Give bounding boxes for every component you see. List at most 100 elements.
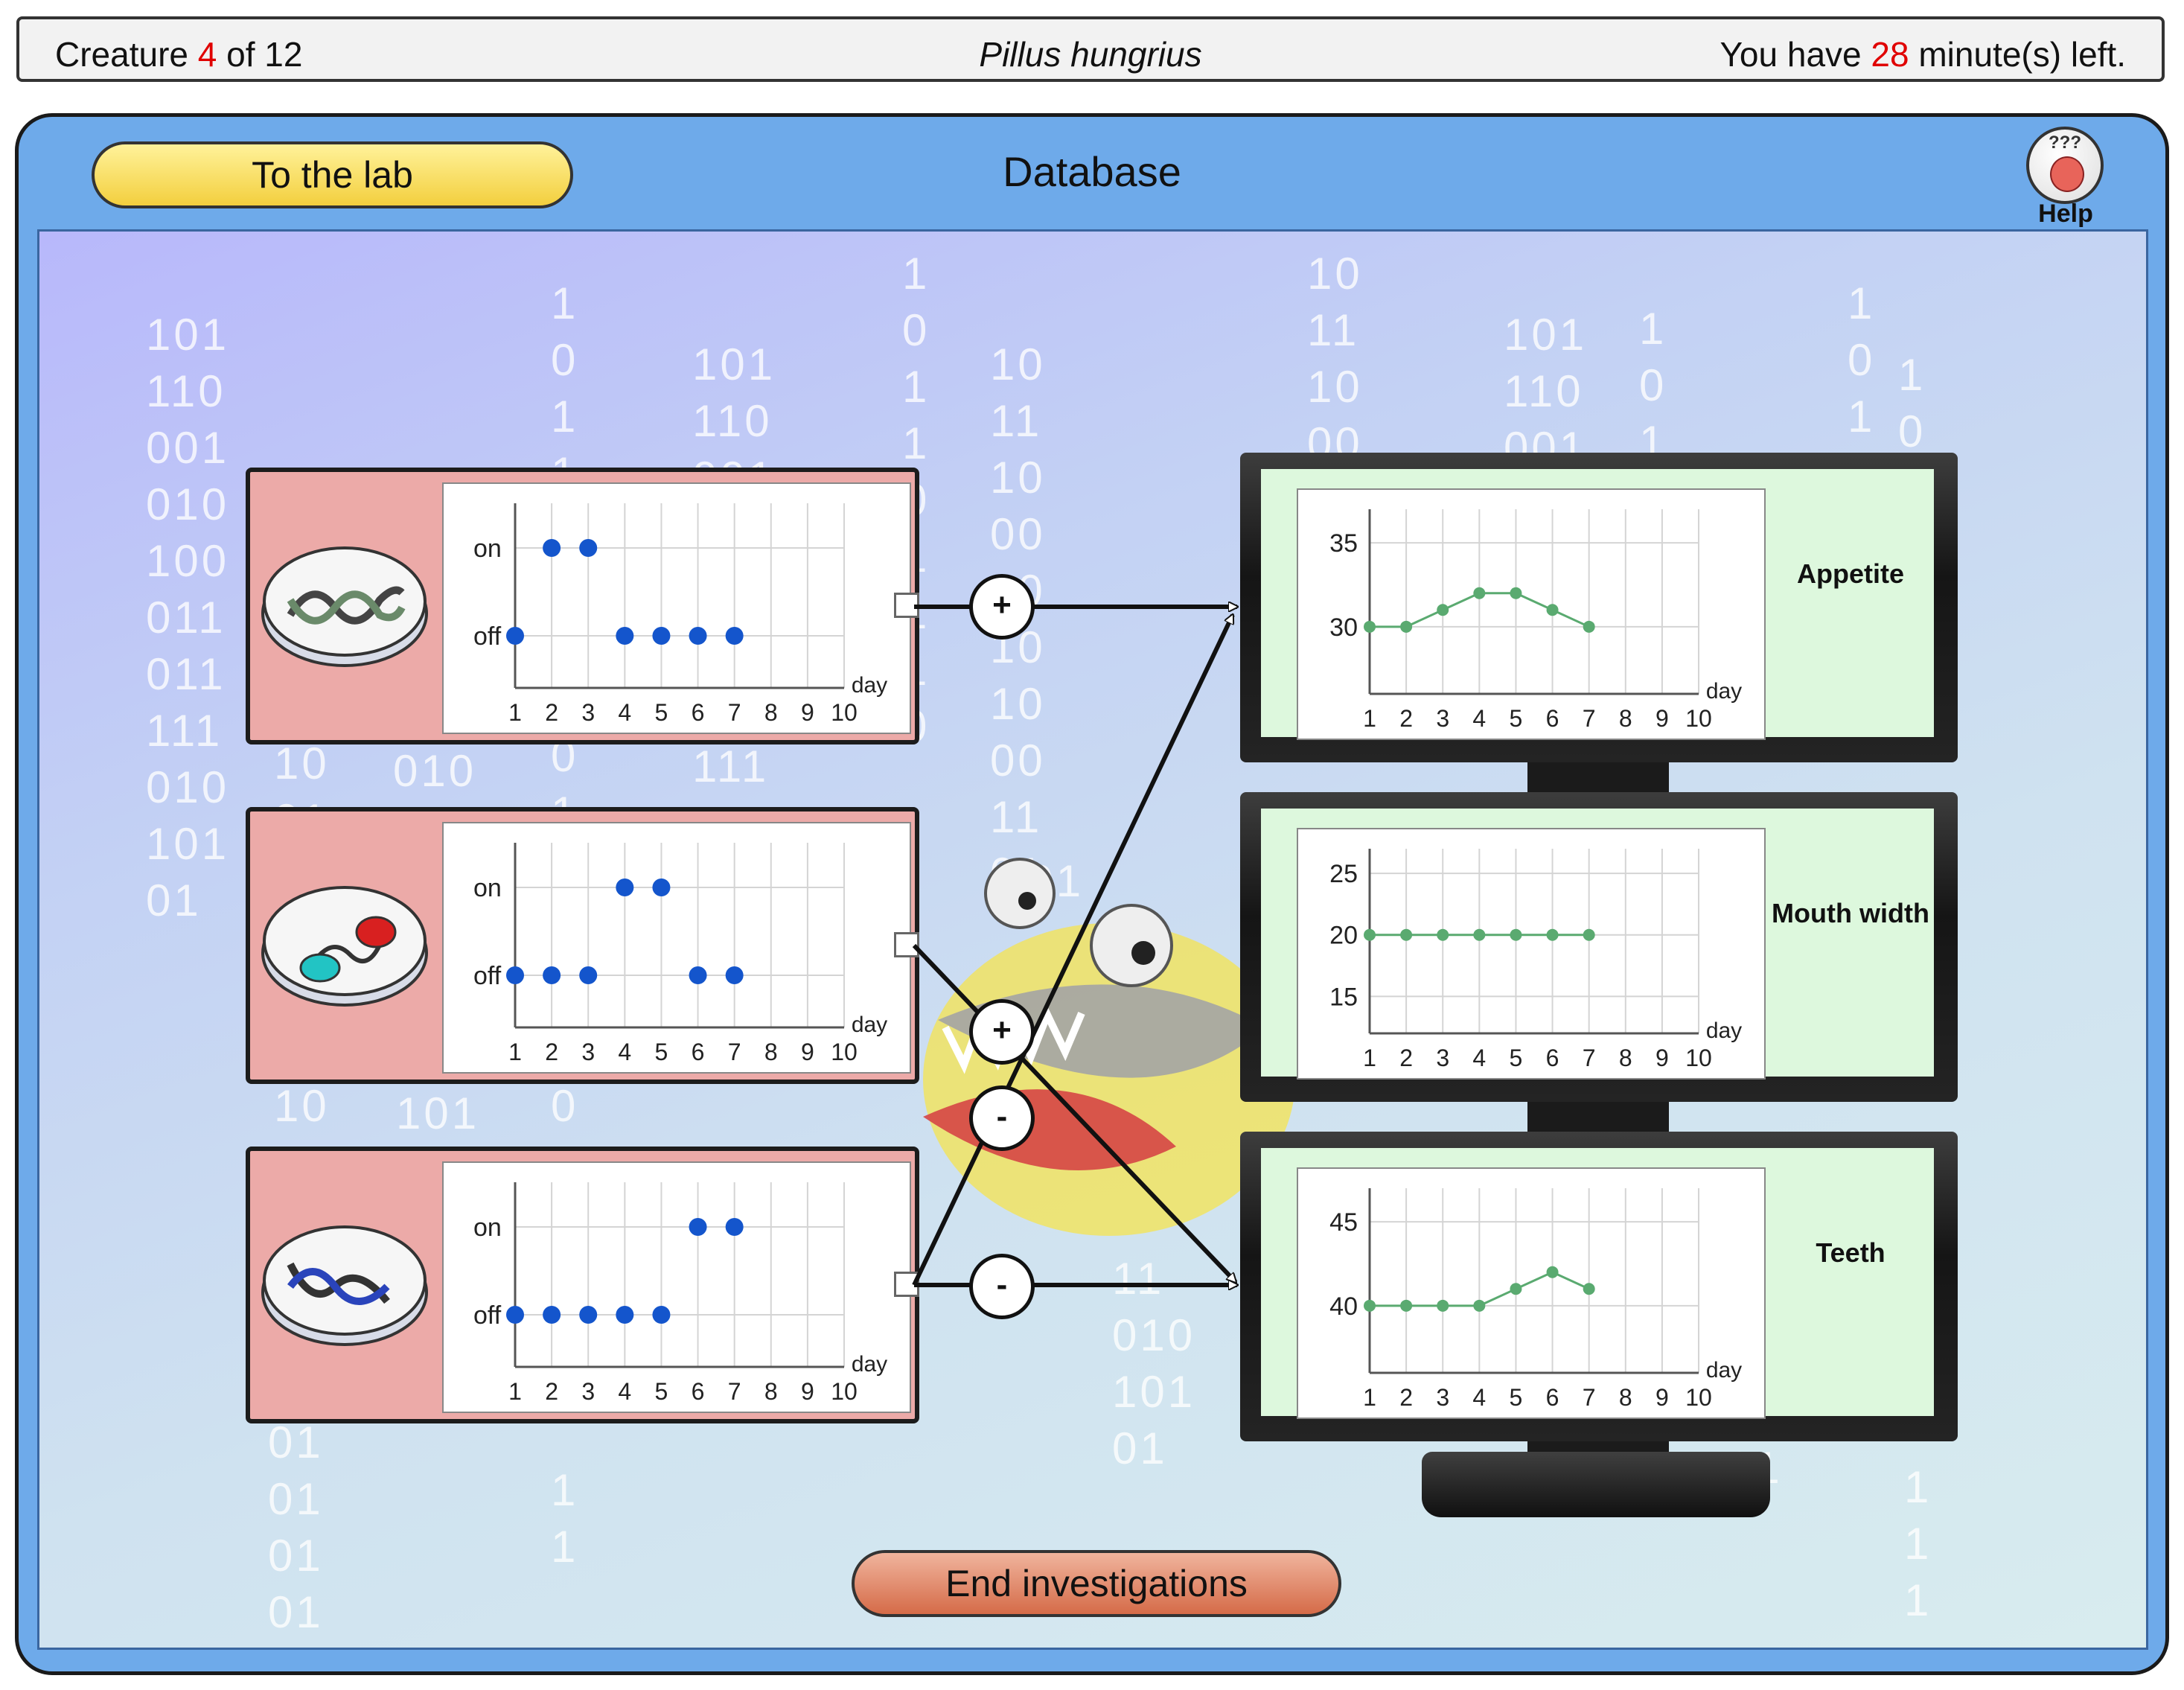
petri-dish-dna-icon xyxy=(261,886,428,1007)
y-tick-label: 40 xyxy=(1329,1292,1358,1321)
x-tick-label: 9 xyxy=(1655,1045,1669,1071)
y-tick-label: 25 xyxy=(1329,860,1358,888)
x-tick-label: 3 xyxy=(581,699,595,726)
x-tick-label: 1 xyxy=(508,1039,522,1065)
y-tick-label: off xyxy=(473,622,502,651)
trait-title: Mouth width xyxy=(1772,898,1929,928)
regulation-sign-toggle[interactable]: + xyxy=(969,574,1035,640)
trait-point xyxy=(1583,620,1595,633)
x-tick-label: 10 xyxy=(1685,1045,1712,1071)
x-tick-label: 8 xyxy=(764,699,778,726)
status-bar: Creature 4 of 12 Pillus hungrius You hav… xyxy=(16,16,2165,82)
x-tick-label: 2 xyxy=(1399,1045,1413,1071)
expression-point xyxy=(506,1306,524,1324)
x-axis-label: day xyxy=(852,673,887,698)
expression-point xyxy=(689,627,707,645)
x-tick-label: 4 xyxy=(1472,705,1486,732)
expression-point xyxy=(725,1218,744,1236)
x-tick-label: 6 xyxy=(1546,1384,1559,1411)
x-tick-label: 9 xyxy=(801,699,814,726)
y-tick-label: off xyxy=(473,1301,502,1330)
x-axis-label: day xyxy=(1706,1018,1742,1043)
y-tick-label: 45 xyxy=(1329,1208,1358,1237)
x-tick-label: 6 xyxy=(692,699,705,726)
x-axis-label: day xyxy=(852,1352,887,1377)
to-the-lab-button[interactable]: To the lab xyxy=(92,141,573,208)
x-tick-label: 6 xyxy=(1546,705,1559,732)
trait-title: Appetite xyxy=(1797,558,1904,589)
expression-point xyxy=(616,1306,634,1324)
x-tick-label: 9 xyxy=(1655,705,1669,732)
expression-point xyxy=(616,627,634,645)
monitor-stand-neck xyxy=(1527,1102,1669,1132)
trait-point xyxy=(1546,1266,1559,1278)
x-axis-label: day xyxy=(1706,1358,1742,1383)
monitor-stand-base xyxy=(1422,1452,1770,1517)
trait-point xyxy=(1510,928,1522,941)
y-tick-label: on xyxy=(473,535,502,563)
x-tick-label: 8 xyxy=(764,1378,778,1405)
y-tick-label: 15 xyxy=(1329,983,1358,1011)
x-tick-label: 2 xyxy=(1399,705,1413,732)
x-tick-label: 10 xyxy=(1685,705,1712,732)
x-tick-label: 2 xyxy=(545,1378,558,1405)
help-button[interactable]: ??? xyxy=(2026,127,2104,204)
end-investigations-button[interactable]: End investigations xyxy=(852,1550,1341,1617)
y-tick-label: 35 xyxy=(1329,529,1358,558)
x-tick-label: 6 xyxy=(692,1378,705,1405)
trait-point xyxy=(1364,1299,1376,1312)
expression-point xyxy=(543,1306,561,1324)
trait-point xyxy=(1400,1299,1413,1312)
x-tick-label: 4 xyxy=(618,1039,631,1065)
trait-point xyxy=(1473,1299,1486,1312)
x-tick-label: 10 xyxy=(1685,1384,1712,1411)
petri-dish-dna-icon xyxy=(261,1225,428,1346)
x-tick-label: 3 xyxy=(581,1039,595,1065)
x-tick-label: 6 xyxy=(692,1039,705,1065)
expression-point xyxy=(725,966,744,984)
trait-title: Teeth xyxy=(1816,1237,1886,1268)
x-tick-label: 3 xyxy=(581,1378,595,1405)
x-tick-label: 7 xyxy=(1583,1045,1596,1071)
expression-point xyxy=(579,1306,598,1324)
expression-point xyxy=(579,966,598,984)
trait-point xyxy=(1473,928,1486,941)
y-tick-label: off xyxy=(473,962,502,990)
y-tick-label: 20 xyxy=(1329,922,1358,950)
help-creature-icon: ??? xyxy=(2049,133,2081,153)
connector-port[interactable] xyxy=(894,1272,919,1297)
trait-point xyxy=(1510,1283,1522,1295)
x-tick-label: 3 xyxy=(1436,1384,1449,1411)
expression-point xyxy=(652,627,671,645)
regulation-sign-toggle[interactable]: + xyxy=(969,999,1035,1065)
x-tick-label: 6 xyxy=(1546,1045,1559,1071)
connector-port[interactable] xyxy=(894,593,919,618)
trait-point xyxy=(1437,1299,1449,1312)
regulation-sign-toggle[interactable]: - xyxy=(969,1085,1035,1151)
x-tick-label: 2 xyxy=(545,1039,558,1065)
connector-port[interactable] xyxy=(894,932,919,957)
trait-point xyxy=(1510,587,1522,599)
x-tick-label: 7 xyxy=(728,1378,741,1405)
species-name: Pillus hungrius xyxy=(979,35,1202,74)
trait-point xyxy=(1546,604,1559,616)
expression-point xyxy=(543,966,561,984)
regulation-sign-toggle[interactable]: - xyxy=(969,1254,1035,1319)
expression-point xyxy=(689,966,707,984)
trait-point xyxy=(1437,928,1449,941)
x-axis-label: day xyxy=(1706,679,1742,704)
x-tick-label: 3 xyxy=(1436,705,1449,732)
x-tick-label: 4 xyxy=(618,699,631,726)
x-tick-label: 7 xyxy=(728,699,741,726)
x-tick-label: 8 xyxy=(764,1039,778,1065)
y-tick-label: on xyxy=(473,874,502,902)
